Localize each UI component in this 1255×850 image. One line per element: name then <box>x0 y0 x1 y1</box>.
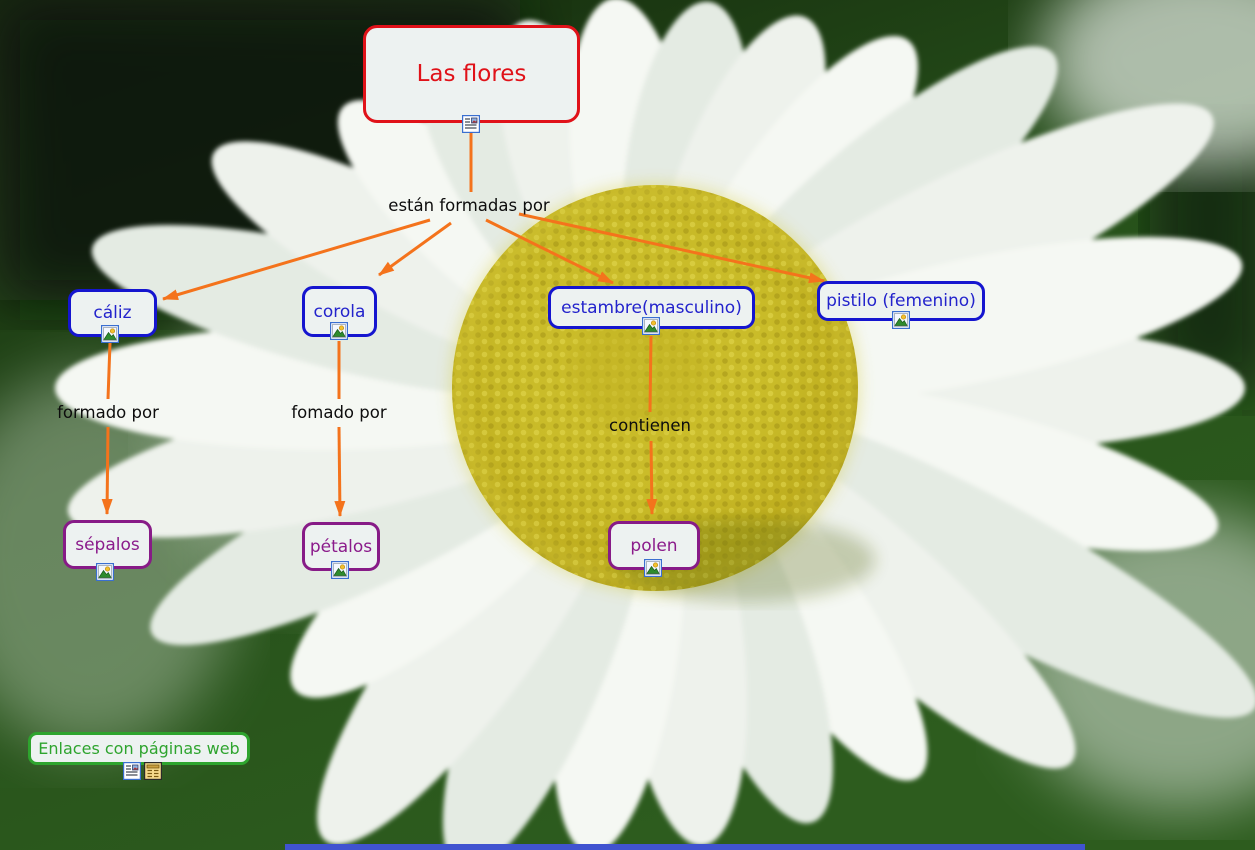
image-resource-icon[interactable] <box>96 563 114 581</box>
linking-phrase-fomado-por[interactable]: fomado por <box>291 403 387 422</box>
concept-label: pétalos <box>309 536 373 557</box>
concept-label: cáliz <box>93 303 132 323</box>
image-resource-icon[interactable] <box>330 322 348 340</box>
photo-bottom-strip <box>285 844 1085 850</box>
web-page-resource-icon[interactable] <box>144 762 162 780</box>
image-resource-icon[interactable] <box>642 317 660 335</box>
concept-node-enlaces[interactable]: Enlaces con páginas web <box>28 732 250 765</box>
concept-label: polen <box>630 535 678 556</box>
concept-label: Las flores <box>416 61 527 87</box>
concept-label: pistilo (femenino) <box>826 291 976 311</box>
linking-phrase-contienen[interactable]: contienen <box>609 416 691 435</box>
text-and-image-resource-icon[interactable] <box>462 115 480 133</box>
concept-node-corola[interactable]: corola <box>302 286 377 337</box>
image-resource-icon[interactable] <box>331 561 349 579</box>
concept-node-estambre[interactable]: estambre(masculino) <box>548 286 755 329</box>
concept-node-las-flores[interactable]: Las flores <box>363 25 580 123</box>
text-and-image-resource-icon[interactable] <box>123 762 141 780</box>
concept-node-sepalos[interactable]: sépalos <box>63 520 152 569</box>
concept-label: estambre(masculino) <box>561 297 742 318</box>
linking-phrase-formado-por[interactable]: formado por <box>57 403 159 422</box>
linking-phrase-estan-formadas-por[interactable]: están formadas por <box>388 196 550 215</box>
image-resource-icon[interactable] <box>644 559 662 577</box>
image-resource-icon[interactable] <box>892 311 910 329</box>
concept-label: Enlaces con páginas web <box>38 739 240 758</box>
concept-label: corola <box>313 301 366 322</box>
image-resource-icon[interactable] <box>101 325 119 343</box>
concept-label: sépalos <box>75 534 140 555</box>
